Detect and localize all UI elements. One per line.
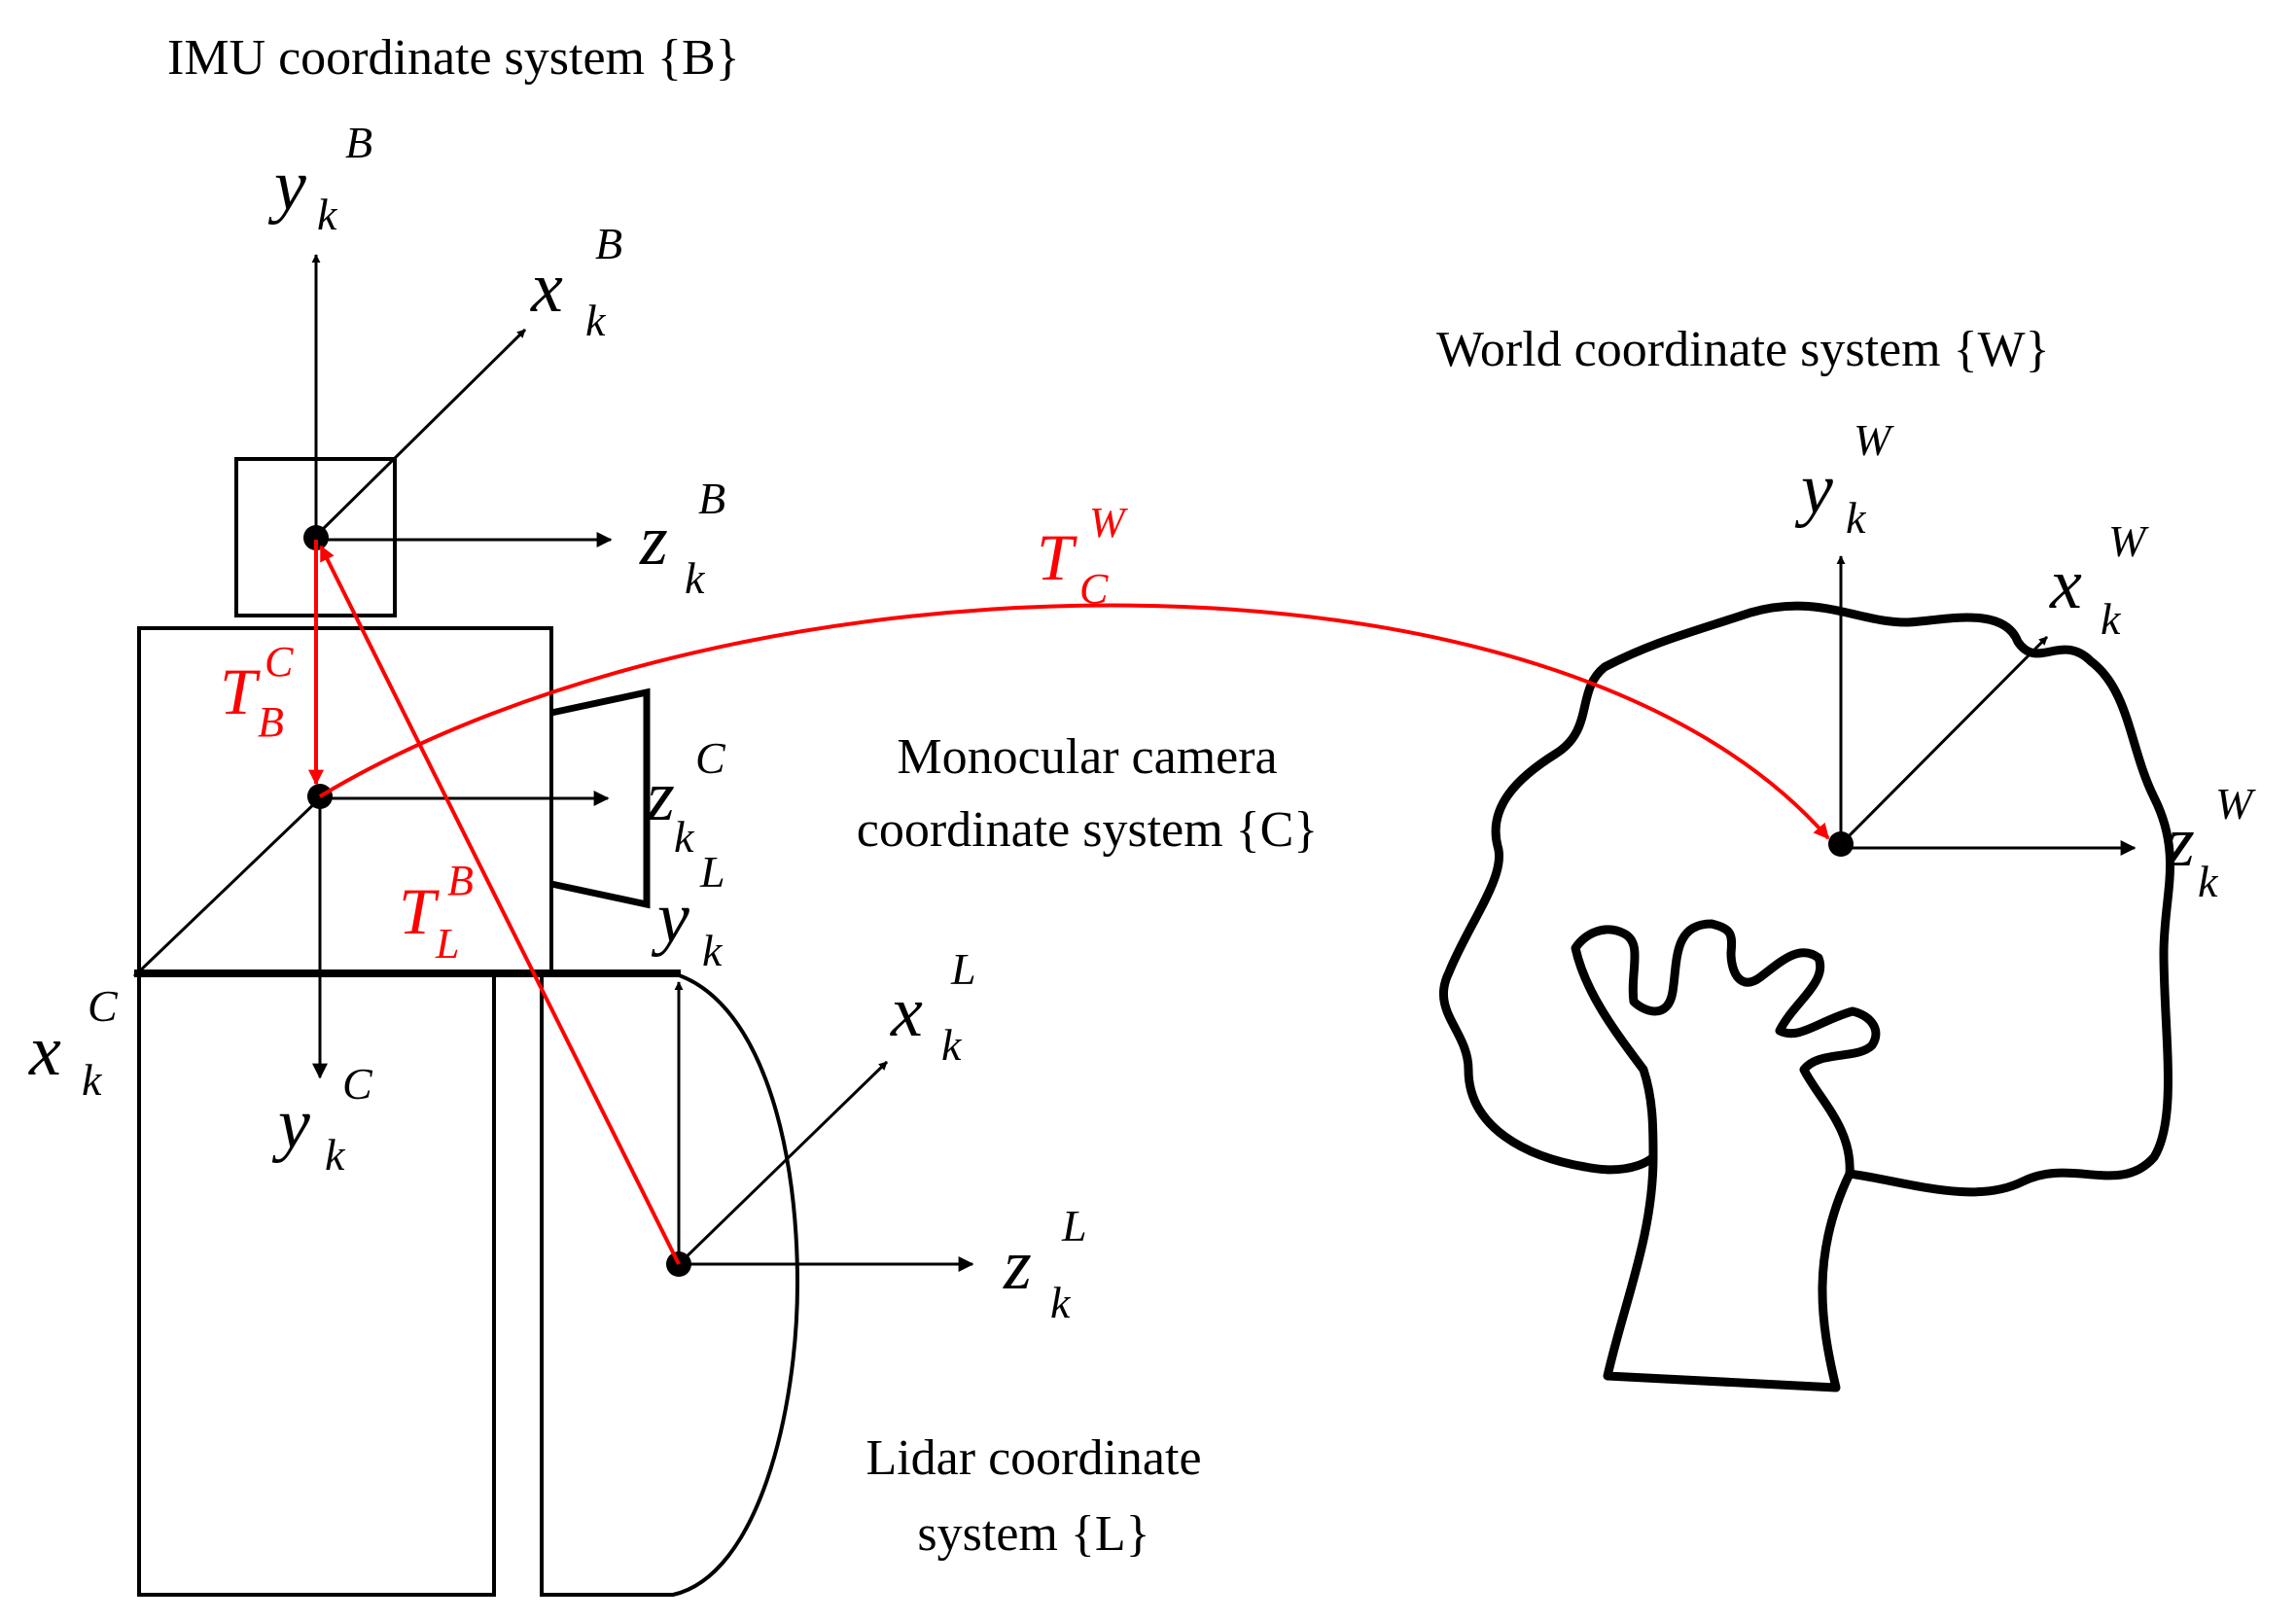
camera-x-axis [132,796,322,978]
svg-text:W: W [2108,516,2149,566]
svg-text:k: k [674,812,695,862]
svg-text:C: C [265,638,294,686]
svg-text:k: k [2101,594,2122,644]
svg-text:x: x [530,248,563,328]
svg-text:L: L [435,920,459,968]
tree-trunk [1571,919,1881,1392]
svg-text:x: x [28,1011,61,1091]
svg-text:x: x [2049,545,2082,624]
svg-text:W: W [2215,779,2256,828]
imu-origin [303,525,329,550]
svg-text:C: C [1079,565,1109,613]
svg-text:k: k [82,1055,103,1105]
lidar-z-label: z k L [1003,1201,1087,1327]
svg-text:k: k [1846,493,1867,543]
lidar-x-label: x k L [890,944,976,1070]
svg-text:y: y [1794,449,1833,529]
svg-text:k: k [941,1020,963,1070]
lidar-system-label-line1: Lidar coordinate [865,1430,1201,1486]
world-origin [1828,831,1854,857]
imu-system-label: IMU coordinate system {B} [167,30,740,86]
camera-lens [550,687,651,909]
svg-text:k: k [585,296,607,345]
imu-y-label: y k B [267,118,372,239]
camera-system-label-line2: coordinate system {C} [857,802,1319,858]
svg-text:C: C [88,981,119,1031]
transform-label-l-to-b: T L B [399,857,474,968]
svg-text:L: L [699,847,725,897]
robot [134,457,800,1597]
camera-x-label: x k C [28,981,119,1105]
robot-torso [137,626,553,975]
svg-text:B: B [345,118,372,167]
svg-text:W: W [1089,499,1128,546]
svg-text:L: L [1061,1201,1087,1251]
svg-text:z: z [646,757,675,836]
svg-text:k: k [325,1130,346,1180]
imu-x-label: x k B [530,219,622,345]
transform-arrow-l-to-b [319,545,681,1265]
svg-text:C: C [342,1059,373,1109]
svg-text:k: k [685,553,706,603]
camera-axes [132,784,610,1079]
svg-text:T: T [220,654,261,728]
svg-text:B: B [258,698,284,746]
svg-text:B: B [595,219,622,268]
tree-crown [1439,601,2175,1197]
svg-text:y: y [267,146,306,226]
svg-text:L: L [950,944,976,994]
tree [1439,601,2175,1392]
svg-text:k: k [1050,1278,1072,1327]
svg-text:B: B [698,474,725,523]
lidar-system-label-line2: system {L} [917,1506,1149,1562]
svg-text:B: B [447,857,474,904]
transform-arrows [308,540,1830,1265]
lidar-y-label: y k L [651,847,725,975]
svg-text:k: k [702,926,724,975]
svg-text:y: y [651,878,689,958]
world-y-label: y k W [1794,415,1894,543]
camera-y-label: y k C [271,1059,373,1180]
imu-axes [303,254,613,550]
world-z-label: z k W [2166,779,2256,906]
svg-text:z: z [1003,1225,1032,1305]
svg-text:z: z [639,501,668,581]
imu-x-axis [314,328,527,538]
world-x-axis [1839,635,2049,846]
svg-text:k: k [2198,857,2219,906]
lidar-housing [540,971,800,1597]
camera-system-label-line1: Monocular camera [897,729,1277,785]
world-system-label: World coordinate system {W} [1436,322,2050,377]
lidar-axes [666,981,974,1277]
camera-z-label: z k C [646,733,726,862]
world-axes [1828,555,2137,857]
svg-text:T: T [1037,520,1077,594]
svg-text:y: y [271,1084,310,1164]
svg-text:W: W [1854,415,1894,465]
lidar-x-axis [677,1060,889,1266]
svg-text:T: T [399,874,440,948]
svg-text:C: C [695,733,726,783]
world-x-label: x k W [2049,516,2149,644]
svg-text:x: x [890,972,923,1052]
transform-label-b-to-c: T B C [220,638,294,746]
svg-text:z: z [2166,802,2195,882]
imu-z-label: z k B [639,474,725,603]
robot-leg-left [137,971,496,1597]
transform-label-c-to-w: T C W [1037,499,1128,613]
transform-arrow-c-to-w [318,603,1830,840]
svg-text:k: k [317,190,338,239]
